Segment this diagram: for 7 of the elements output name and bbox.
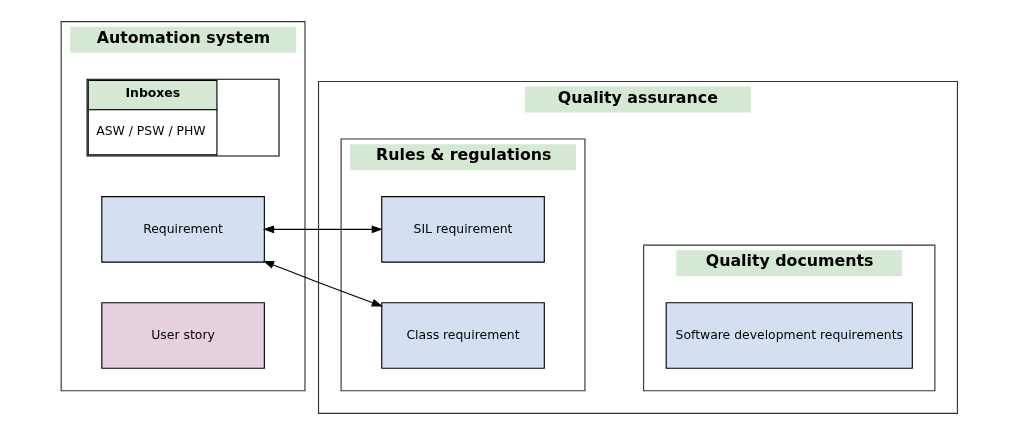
node-box: Software development requirements — [665, 302, 913, 369]
arrow — [262, 225, 383, 234]
node-box: Class requirement — [381, 302, 545, 369]
node-box: SIL requirement — [381, 196, 545, 263]
arrow — [262, 260, 383, 307]
node-box: User story — [101, 302, 265, 369]
node-box: Requirement — [101, 196, 265, 263]
